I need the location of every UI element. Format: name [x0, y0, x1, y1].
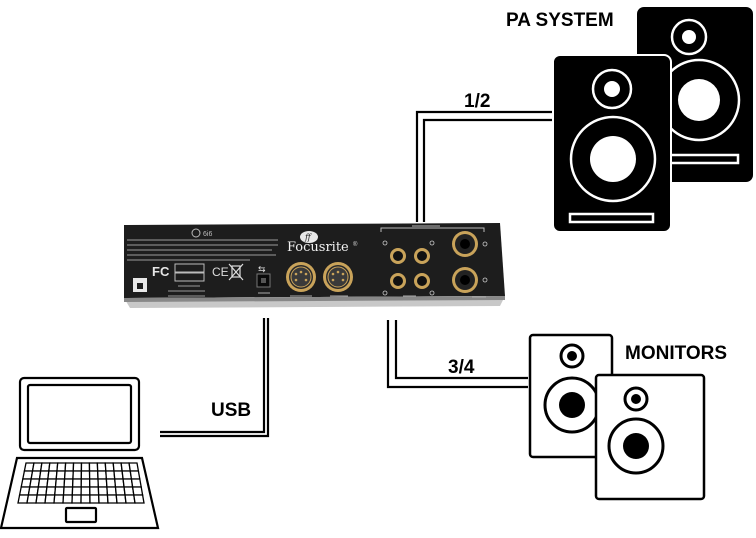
- laptop-key: [129, 470, 141, 480]
- laptop-key: [106, 486, 117, 496]
- laptop-key: [105, 470, 116, 480]
- line-output-jacks: [382, 240, 435, 297]
- laptop-key: [89, 494, 100, 504]
- laptop-key: [88, 478, 100, 488]
- headphone-output-jacks: [452, 231, 488, 298]
- laptop-key: [97, 478, 108, 488]
- studio-monitor-icon: [594, 373, 706, 501]
- laptop-key: [62, 486, 74, 496]
- laptop-key: [104, 462, 115, 472]
- svg-text:ff: ff: [304, 233, 312, 242]
- laptop-key: [97, 470, 108, 480]
- laptop-key: [128, 462, 140, 472]
- laptop-key: [80, 478, 91, 488]
- laptop-key: [63, 478, 74, 488]
- laptop-key: [55, 470, 66, 480]
- laptop-key: [63, 470, 74, 480]
- laptop-key: [62, 494, 73, 504]
- laptop-key: [53, 494, 65, 504]
- laptop-key: [45, 486, 57, 496]
- laptop-key: [97, 486, 109, 496]
- laptop-key: [46, 478, 57, 488]
- laptop-key: [88, 462, 99, 472]
- laptop-key: [133, 494, 145, 504]
- usb-label: USB: [211, 400, 251, 421]
- focusrite-logo: ff Focusrite ®: [287, 231, 358, 255]
- pa-speaker-icon: [552, 54, 672, 233]
- laptop-key: [80, 486, 91, 496]
- audio-interface-rear-panel: 6i6 FC CE ⇆ ff Focusrite ®: [124, 223, 505, 308]
- laptop-key: [71, 494, 82, 504]
- svg-text:⇆: ⇆: [258, 265, 266, 275]
- weee-bin-icon: [228, 263, 244, 281]
- fcc-mark: FC: [152, 264, 170, 279]
- midi-out-port: [286, 262, 316, 297]
- laptop-key: [56, 462, 67, 472]
- laptop-key: [72, 470, 83, 480]
- outputs-3-4-label: 3/4: [448, 357, 475, 378]
- laptop-icon: [0, 376, 160, 530]
- monitors-label: MONITORS: [625, 343, 727, 364]
- laptop-key: [35, 494, 47, 504]
- laptop-key: [89, 486, 100, 496]
- laptop-key: [96, 462, 107, 472]
- laptop-key: [71, 486, 82, 496]
- outputs-1-2-label: 1/2: [464, 91, 490, 112]
- laptop-key: [80, 462, 91, 472]
- laptop-key: [130, 478, 142, 488]
- device-model: 6i6: [203, 231, 212, 238]
- laptop-key: [72, 462, 83, 472]
- pa-system-label: PA SYSTEM: [506, 10, 614, 31]
- laptop-key: [54, 478, 66, 488]
- laptop-key: [48, 462, 59, 472]
- laptop-key: [105, 478, 117, 488]
- laptop-keyboard: [17, 462, 145, 504]
- laptop-key: [106, 494, 118, 504]
- ce-mark: CE: [212, 265, 229, 279]
- studio-monitor-rear: [528, 333, 614, 459]
- laptop-key: [71, 478, 82, 488]
- cable-usb: [160, 318, 270, 438]
- svg-text:®: ®: [353, 241, 358, 248]
- laptop-key: [131, 486, 144, 496]
- laptop-key: [88, 470, 99, 480]
- cable-outputs-1-2: [415, 110, 552, 222]
- cable-outputs-3-4: [386, 320, 528, 389]
- midi-in-port: [323, 262, 353, 297]
- brand-name: Focusrite: [287, 240, 349, 255]
- laptop-key: [54, 486, 65, 496]
- laptop-key: [44, 494, 56, 504]
- laptop-key: [97, 494, 109, 504]
- laptop-key: [47, 470, 58, 480]
- laptop-key: [80, 470, 91, 480]
- regulatory-text: [127, 239, 278, 261]
- usb-port: ⇆: [256, 265, 271, 294]
- laptop-key: [80, 494, 91, 504]
- laptop-key: [64, 462, 75, 472]
